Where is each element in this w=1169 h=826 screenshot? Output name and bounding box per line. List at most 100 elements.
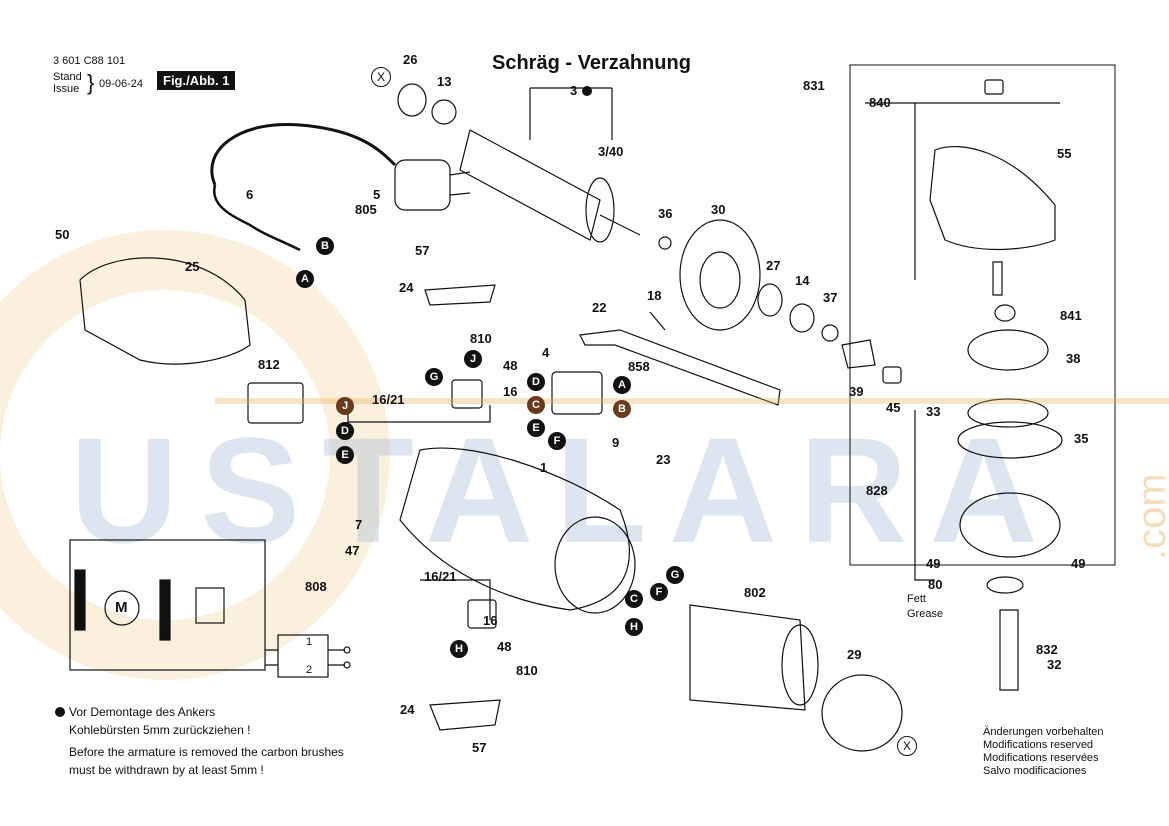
motor-housing [399,447,630,611]
note-bullet [55,707,65,717]
oring-33 [967,398,1049,428]
part-3: 3 [570,83,578,98]
part-23: 23 [656,452,671,467]
marker-G-brush: G [425,368,443,386]
switch-pos-2: 2 [306,664,313,676]
part-48-top: 48 [503,358,518,373]
cord [210,122,397,186]
part-4: 4 [542,345,550,360]
field-winding [689,604,806,711]
issue-date: 09-06-24 [99,78,144,90]
marker-E-suppressor: E [336,446,354,464]
bearing-plate-35 [957,421,1063,459]
part-3-40: 3/40 [598,144,624,159]
part-35: 35 [1074,431,1089,446]
bearing-flange [679,219,761,331]
issue-label: Issue [53,83,80,95]
part-810-top: 810 [470,331,492,346]
washer-36 [658,236,672,250]
marker-B-cord: B [316,237,334,255]
bearing-13 [431,99,457,125]
needle-bearing-841 [994,304,1016,322]
part-16-21-bottom: 16/21 [424,569,457,584]
brush-cover-top [424,284,496,306]
part-828: 828 [866,483,888,498]
part-32: 32 [1047,657,1062,672]
part-33: 33 [926,404,941,419]
part-802: 802 [744,585,766,600]
part-number: 3 601 C88 101 [53,55,126,67]
part-26: 26 [403,52,418,67]
figure-badge: Fig./Abb. 1 [157,71,236,90]
part-57-bottom: 57 [472,740,487,755]
mods-en: Modifications reserved [983,739,1094,751]
part-16-top: 16 [503,384,518,399]
mods-de: Änderungen vorbehalten [983,726,1104,738]
part-36: 36 [658,206,673,221]
note-de-1: Vor Demontage des Ankers [69,705,216,719]
part-49-left: 49 [926,556,941,571]
note-en-1: Before the armature is removed the carbo… [69,745,344,759]
part-7: 7 [355,517,363,532]
part-14: 14 [795,273,810,288]
marker-H-brush: H [450,640,468,658]
brace: } [87,70,95,95]
marker-A-switch: A [613,376,631,394]
part-24-top: 24 [399,280,414,295]
spindle-lock-pin [992,261,1003,296]
armature-dot [582,86,592,96]
part-831: 831 [803,78,825,93]
part-16-21-top: 16/21 [372,392,405,407]
part-50: 50 [55,227,70,242]
ring-27 [757,283,783,317]
part-810-bottom: 810 [516,663,538,678]
bearing-26 [397,83,427,117]
part-48-bottom: 48 [497,639,512,654]
suppressor [247,382,304,424]
part-80: 80 [928,577,943,592]
switch [551,371,603,415]
nut-45 [882,366,902,384]
marker-E-switch: E [527,419,545,437]
part-55: 55 [1057,146,1072,161]
part-808: 808 [305,579,327,594]
plug [394,159,451,211]
part-832: 832 [1036,642,1058,657]
washer-37 [821,324,839,342]
rear-cover [79,257,251,365]
bearing-flange-828 [959,492,1061,558]
note-en-2: must be withdrawn by at least 5mm ! [69,763,264,777]
part-49-right: 49 [1071,556,1086,571]
marker-G-field: G [666,566,684,584]
gear-housing [929,145,1056,251]
schematic-motor [104,590,140,626]
part-6: 6 [246,187,254,202]
part-27: 27 [766,258,781,273]
part-841: 841 [1060,308,1082,323]
part-805: 805 [355,202,377,217]
marker-J-suppressor: J [336,397,354,415]
marker-B-switch: B [613,400,631,418]
crown-gear-38 [967,329,1049,371]
part-22: 22 [592,300,607,315]
part-37: 37 [823,290,838,305]
marker-F-field: F [650,583,668,601]
motor-symbol: M [115,599,128,616]
part-858: 858 [628,359,650,374]
part-45: 45 [886,400,901,415]
part-39: 39 [849,384,864,399]
spindle-32 [999,609,1019,691]
part-25: 25 [185,259,200,274]
part-24-bottom: 24 [400,702,415,717]
mods-es: Salvo modificaciones [983,765,1087,777]
marker-X-bearing: X [371,67,391,87]
mods-fr: Modifications reservées [983,752,1099,764]
part-57-top: 57 [415,243,430,258]
marker-H-field: H [625,618,643,636]
bearing-14 [789,303,815,333]
armature [459,129,601,241]
part-18: 18 [647,288,662,303]
note-de-2: Kohlebürsten 5mm zurückziehen ! [69,723,251,737]
grease-label-en: Grease [907,608,944,620]
